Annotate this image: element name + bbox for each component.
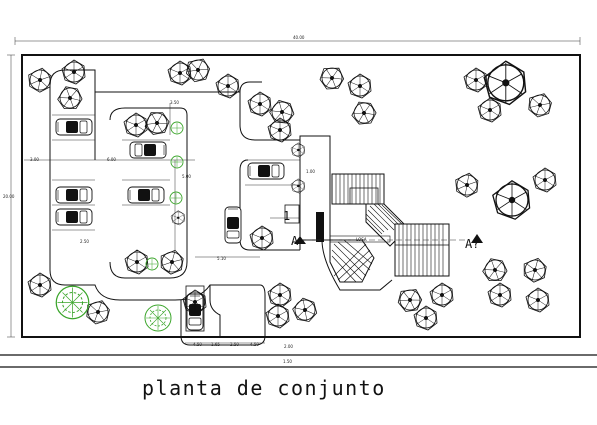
overall-dimensions xyxy=(7,37,581,338)
svg-text:1.50: 1.50 xyxy=(283,359,292,364)
stair-number: 1 xyxy=(283,209,290,223)
svg-text:2.50: 2.50 xyxy=(230,342,239,347)
property-boundary xyxy=(21,54,581,338)
svg-text:5.10: 5.10 xyxy=(217,256,226,261)
street xyxy=(0,354,597,368)
svg-text:3.00: 3.00 xyxy=(30,157,39,162)
trees-dark xyxy=(25,53,557,331)
svg-text:4.50: 4.50 xyxy=(193,342,202,347)
svg-text:5.00: 5.00 xyxy=(182,174,191,179)
parking-stalls xyxy=(52,114,300,231)
svg-text:3.50: 3.50 xyxy=(170,100,179,105)
section-mark-right: A? xyxy=(465,234,483,251)
svg-text:2.00: 2.00 xyxy=(284,344,293,349)
svg-text:4.50: 4.50 xyxy=(250,342,259,347)
drawing-title: planta de conjunto xyxy=(142,376,386,400)
svg-text:A?: A? xyxy=(465,237,479,251)
roof-upper xyxy=(331,173,385,205)
roof-right xyxy=(394,223,450,277)
cars xyxy=(55,118,285,332)
svg-text:20.00: 20.00 xyxy=(3,194,15,199)
roof-lower xyxy=(329,239,375,283)
svg-text:6.00: 6.00 xyxy=(107,157,116,162)
svg-text:40.00: 40.00 xyxy=(293,35,305,40)
terrace-label: LOSA xyxy=(356,237,367,242)
svg-text:1.00: 1.00 xyxy=(306,169,315,174)
dimension-labels: 40.00 20.00 3.00 6.00 3.50 5.00 5.10 2.5… xyxy=(3,35,315,364)
section-mark-left: A xyxy=(291,234,470,248)
driveway xyxy=(24,69,301,346)
house-building: LOSA 1 xyxy=(270,135,450,291)
svg-text:1.65: 1.65 xyxy=(211,342,220,347)
svg-text:2.50: 2.50 xyxy=(80,239,89,244)
svg-text:A: A xyxy=(291,234,299,248)
